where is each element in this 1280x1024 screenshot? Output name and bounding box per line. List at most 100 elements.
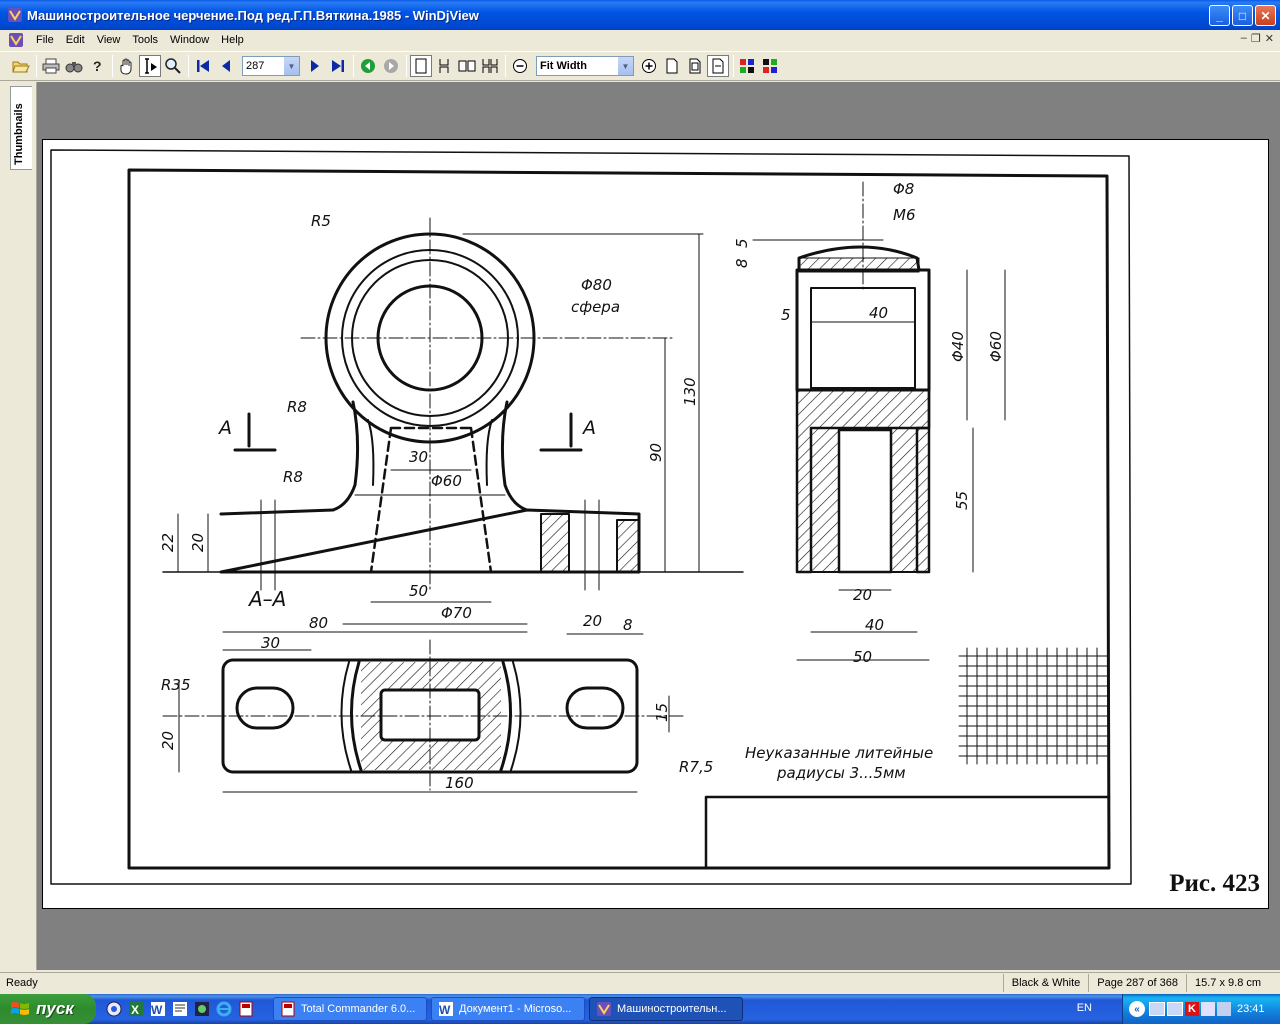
open-icon[interactable] — [10, 55, 32, 77]
minimize-button[interactable]: _ — [1209, 5, 1230, 26]
section-a-right: A — [581, 417, 596, 439]
dim-50-side: 50 — [853, 648, 872, 666]
dim-55: 55 — [953, 491, 971, 510]
status-display-mode: Black & White — [1002, 973, 1088, 992]
single-page-icon[interactable] — [410, 55, 432, 77]
note-line-1: Неуказанные литейные — [745, 744, 933, 762]
task-label: Машиностроительн... — [617, 1003, 727, 1015]
fit-width-icon[interactable] — [707, 55, 729, 77]
task-total-commander[interactable]: Total Commander 6.0... — [273, 997, 427, 1021]
maximize-button[interactable]: □ — [1232, 5, 1253, 26]
previous-page-icon[interactable] — [215, 55, 237, 77]
task-label: Total Commander 6.0... — [301, 1003, 416, 1015]
dim-20: 20 — [189, 533, 207, 552]
text-editor-icon[interactable] — [170, 1000, 189, 1019]
windjview-app-icon — [8, 8, 22, 22]
help-icon[interactable]: ? — [86, 55, 108, 77]
forward-icon[interactable] — [380, 55, 402, 77]
zoom-value: Fit Width — [540, 60, 587, 72]
language-indicator[interactable]: EN — [1076, 1002, 1092, 1014]
start-button[interactable]: пуск — [0, 994, 96, 1024]
dim-90: 90 — [647, 443, 665, 462]
sidebar: Thumbnails — [0, 82, 36, 970]
network-icon[interactable] — [1149, 1002, 1165, 1016]
tray-expand-icon[interactable]: « — [1129, 1001, 1145, 1017]
zoom-tool-icon[interactable] — [162, 55, 184, 77]
task-label: Документ1 - Microso... — [459, 1003, 572, 1015]
zoom-in-icon[interactable] — [638, 55, 660, 77]
document-icon[interactable] — [8, 32, 24, 48]
menu-edit[interactable]: Edit — [65, 33, 85, 46]
dim-30: 30 — [409, 448, 428, 466]
task-windjview[interactable]: Машиностроительн... — [589, 997, 743, 1021]
document-view[interactable]: R5 Φ80 сфера R8 R8 A A 30 Φ60 130 90 22 … — [36, 82, 1280, 970]
last-page-icon[interactable] — [327, 55, 349, 77]
figure-caption: Рис. 423 — [1169, 870, 1260, 897]
print-icon[interactable] — [40, 55, 62, 77]
internet-explorer-icon[interactable] — [214, 1000, 233, 1019]
dim-plan-30: 30 — [261, 634, 280, 652]
mdi-restore-icon[interactable]: ❐ — [1250, 33, 1261, 45]
fit-page-icon[interactable] — [684, 55, 706, 77]
svg-text:X: X — [131, 1003, 139, 1017]
dim-plan-80: 80 — [309, 614, 328, 632]
display-mode-bw-icon[interactable] — [760, 55, 782, 77]
clock[interactable]: 23:41 — [1237, 1003, 1265, 1015]
dim-5-side: 5 — [781, 306, 791, 324]
status-ready: Ready — [6, 976, 38, 989]
chevron-down-icon[interactable]: ▼ — [617, 57, 633, 75]
zoom-combo[interactable]: Fit Width ▼ — [536, 56, 634, 76]
menu-window[interactable]: Window — [170, 33, 210, 46]
dim-m6: M6 — [893, 206, 916, 224]
dim-130: 130 — [681, 377, 699, 406]
close-button[interactable]: ✕ — [1255, 5, 1276, 26]
windjview-app-icon — [597, 1002, 611, 1016]
first-page-icon[interactable] — [192, 55, 214, 77]
taskbar: пуск X W Total Commander 6.0... W Докуме… — [0, 994, 1280, 1024]
chevron-down-icon[interactable]: ▼ — [283, 57, 299, 75]
next-page-icon[interactable] — [304, 55, 326, 77]
windows-flag-icon — [11, 1002, 29, 1015]
network-icon[interactable] — [1167, 1002, 1183, 1016]
technical-drawing: R5 Φ80 сфера R8 R8 A A 30 Φ60 130 90 22 … — [50, 149, 1132, 885]
menu-view[interactable]: View — [96, 33, 121, 46]
media-icon[interactable] — [192, 1000, 211, 1019]
menu-tools[interactable]: Tools — [132, 33, 159, 46]
menu-help[interactable]: Help — [221, 33, 244, 46]
mdi-minimize-icon[interactable]: – — [1240, 32, 1247, 44]
note-line-2: радиусы 3...5мм — [776, 764, 906, 782]
word-icon[interactable]: W — [148, 1000, 167, 1019]
thumbnails-tab[interactable]: Thumbnails — [10, 86, 32, 170]
dim-phi8: Φ8 — [893, 180, 914, 198]
svg-text:?: ? — [93, 58, 102, 74]
find-icon[interactable] — [63, 55, 85, 77]
quick-launch: X W — [104, 1000, 255, 1019]
hand-tool-icon[interactable] — [116, 55, 138, 77]
page-number-combo[interactable]: 287 ▼ — [242, 56, 300, 76]
select-text-icon[interactable] — [139, 55, 161, 77]
display-mode-color-icon[interactable] — [737, 55, 759, 77]
dim-plan-20: 20 — [583, 612, 602, 630]
excel-icon[interactable]: X — [126, 1000, 145, 1019]
dim-r8-lower: R8 — [283, 468, 303, 486]
menu-file[interactable]: File — [36, 33, 54, 46]
back-icon[interactable] — [357, 55, 379, 77]
status-size: 15.7 x 9.8 cm — [1186, 973, 1280, 992]
task-word-document[interactable]: W Документ1 - Microso... — [431, 997, 585, 1021]
continuous-facing-icon[interactable] — [479, 55, 501, 77]
dim-r8-upper: R8 — [287, 398, 307, 416]
display-icon[interactable] — [1217, 1002, 1231, 1016]
title-bar: Машиностроительное черчение.Под ред.Г.П.… — [0, 0, 1280, 30]
dim-r5: R5 — [311, 212, 331, 230]
mdi-close-icon[interactable]: ✕ — [1264, 33, 1274, 45]
quicklaunch-app-icon[interactable] — [104, 1000, 123, 1019]
window-title: Машиностроительное черчение.Под ред.Г.П.… — [27, 7, 479, 23]
volume-icon[interactable] — [1201, 1002, 1215, 1016]
total-commander-icon[interactable] — [236, 1000, 255, 1019]
actual-size-icon[interactable] — [661, 55, 683, 77]
zoom-out-icon[interactable] — [509, 55, 531, 77]
section-label: A–A — [247, 587, 286, 611]
continuous-icon[interactable] — [433, 55, 455, 77]
facing-icon[interactable] — [456, 55, 478, 77]
antivirus-icon[interactable]: K — [1185, 1002, 1199, 1016]
